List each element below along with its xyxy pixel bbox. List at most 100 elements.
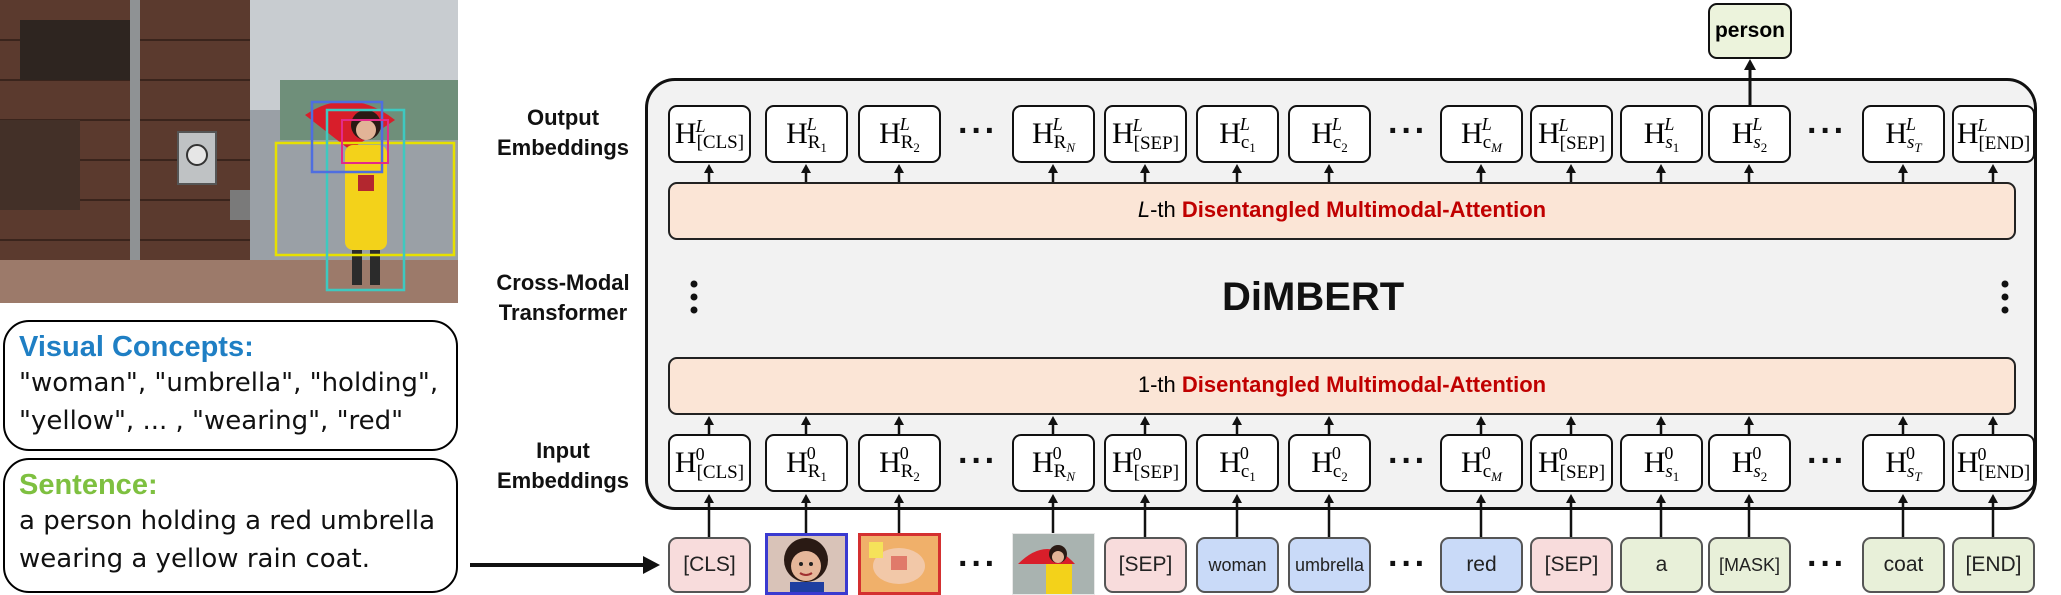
output-ellipsis-2: ··· <box>1388 112 1428 150</box>
cross-label-line-2: Transformer <box>498 300 628 325</box>
attention-to-output-arrow <box>1048 164 1058 182</box>
token-end: [END] <box>1952 537 2035 593</box>
token-region-2-image <box>858 533 941 595</box>
token-a: a <box>1620 537 1703 593</box>
attention-to-output-arrow <box>704 164 714 182</box>
token-region-n-image <box>1012 533 1095 595</box>
input-ellipsis-3: ··· <box>1807 442 1847 480</box>
input-to-attention-arrow <box>1140 416 1150 434</box>
token-to-input-arrow <box>1898 494 1908 537</box>
attention-layer-bottom: 1-th Disentangled Multimodal-Attention <box>668 357 2016 415</box>
input-to-attention-arrow <box>704 416 714 434</box>
output-embeddings-label: Output Embeddings <box>478 103 648 163</box>
attention-bottom-prefix: 1-th <box>1137 372 1176 397</box>
attention-to-output-arrow <box>1656 164 1666 182</box>
token-ellipsis-2: ··· <box>1388 545 1428 583</box>
model-title: DiMBERT <box>1222 275 1405 319</box>
vertical-ellipsis-right <box>2001 280 2009 314</box>
token-to-input-arrow <box>1656 494 1666 537</box>
output-word-arrow <box>1744 59 1756 106</box>
sentence-arrow <box>470 556 660 574</box>
attention-to-output-arrow <box>1566 164 1576 182</box>
input-to-attention-arrow <box>1988 416 1998 434</box>
output-ellipsis-1: ··· <box>958 112 998 150</box>
token-to-input-arrow <box>1476 494 1486 537</box>
attention-to-output-arrow <box>1898 164 1908 182</box>
attention-bottom-name: Disentangled Multimodal-Attention <box>1181 372 1547 397</box>
token-region-1-image <box>765 533 848 595</box>
token-sep-2: [SEP] <box>1530 537 1613 593</box>
token-red: red <box>1440 537 1523 593</box>
sentence-line-1: a person holding a red umbrella <box>19 506 436 536</box>
input-to-attention-arrow <box>1324 416 1334 434</box>
token-to-input-arrow <box>1140 494 1150 537</box>
sentence-line-2: wearing a yellow rain coat. <box>19 544 370 574</box>
input-embeddings-label: Input Embeddings <box>478 436 648 496</box>
input-to-attention-arrow <box>1476 416 1486 434</box>
token-ellipsis-3: ··· <box>1807 545 1847 583</box>
input-to-attention-arrow <box>1232 416 1242 434</box>
input-ellipsis-1: ··· <box>958 442 998 480</box>
attention-to-output-arrow <box>1324 164 1334 182</box>
token-to-input-arrow <box>1048 494 1058 537</box>
attention-layer-top: L-th Disentangled Multimodal-Attention <box>668 182 2016 240</box>
output-label-line-1: Output <box>526 105 600 130</box>
token-mask: [MASK] <box>1708 537 1791 593</box>
input-to-attention-arrow <box>1566 416 1576 434</box>
token-to-input-arrow <box>801 494 811 537</box>
visual-concepts-title: Visual Concepts: <box>19 331 254 363</box>
input-photo <box>0 0 458 303</box>
token-to-input-arrow <box>894 494 904 537</box>
token-coat: coat <box>1862 537 1945 593</box>
input-label-line-1: Input <box>536 438 590 463</box>
token-umbrella: umbrella <box>1288 537 1371 593</box>
output-label-line-2: Embeddings <box>496 135 629 160</box>
token-woman: woman <box>1196 537 1279 593</box>
token-to-input-arrow <box>1744 494 1754 537</box>
attention-to-output-arrow <box>1232 164 1242 182</box>
token-to-input-arrow <box>1566 494 1576 537</box>
input-to-attention-arrow <box>801 416 811 434</box>
visual-concepts-box: Visual Concepts: "woman", "umbrella", "h… <box>3 320 458 451</box>
token-to-input-arrow <box>1232 494 1242 537</box>
token-to-input-arrow <box>1988 494 1998 537</box>
attention-to-output-arrow <box>1744 164 1754 182</box>
sentence-title: Sentence: <box>19 469 158 501</box>
input-label-line-2: Embeddings <box>496 468 629 493</box>
attention-top-prefix: -th <box>1150 197 1176 222</box>
cross-modal-label: Cross-Modal Transformer <box>478 268 648 328</box>
attention-to-output-arrow <box>1476 164 1486 182</box>
visual-concepts-line-2: "yellow", ... , "wearing", "red" <box>19 406 404 436</box>
token-to-input-arrow <box>1324 494 1334 537</box>
token-ellipsis-1: ··· <box>958 545 998 583</box>
attention-to-output-arrow <box>801 164 811 182</box>
token-sep-1: [SEP] <box>1104 537 1187 593</box>
input-to-attention-arrow <box>1898 416 1908 434</box>
vertical-ellipsis-left <box>690 280 698 314</box>
token-to-input-arrow <box>704 494 714 537</box>
attention-to-output-arrow <box>1988 164 1998 182</box>
attention-top-italic: L <box>1137 197 1151 222</box>
input-to-attention-arrow <box>1744 416 1754 434</box>
